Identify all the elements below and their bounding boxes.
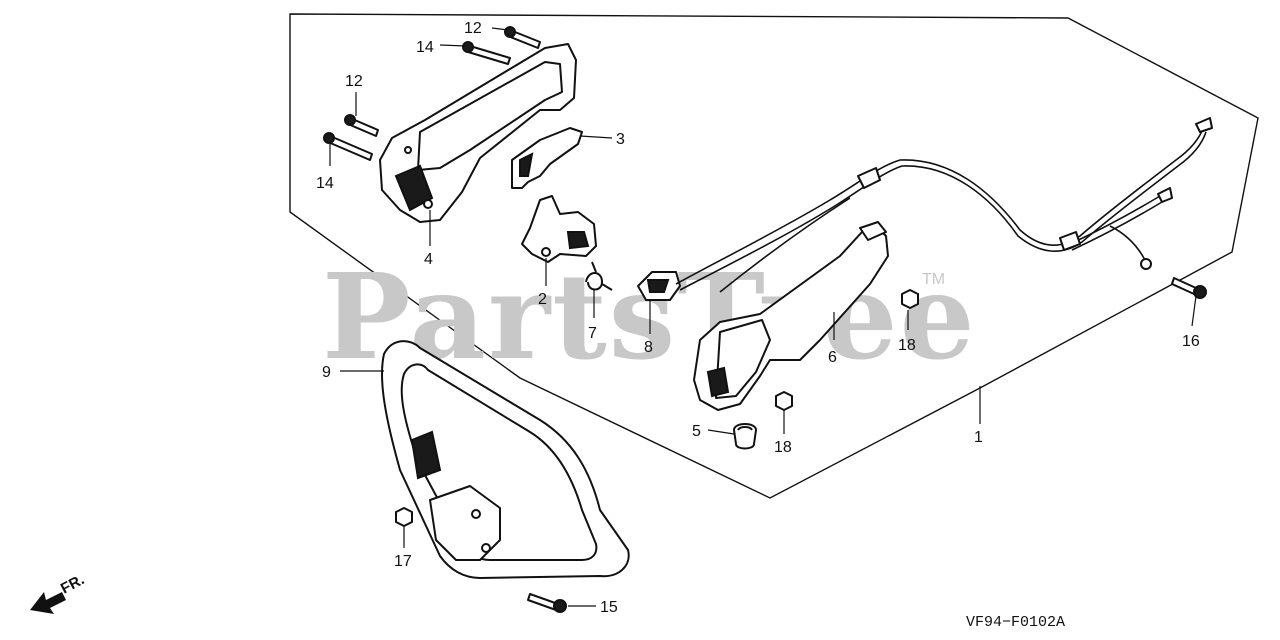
callout-14-top: 14 (416, 39, 434, 56)
callout-12-left: 12 (345, 73, 363, 90)
callout-14-left: 14 (316, 175, 334, 192)
callout-4: 4 (424, 251, 433, 268)
callout-6: 6 (828, 349, 837, 366)
part-bolt-15[interactable] (527, 593, 567, 613)
part-throttle-trigger[interactable] (511, 127, 583, 189)
part-loop-handle[interactable] (381, 340, 630, 579)
part-handle-housing[interactable] (379, 43, 577, 223)
part-grommet[interactable] (733, 423, 757, 450)
part-bolt-12-left[interactable] (344, 114, 379, 137)
callout-17: 17 (394, 553, 412, 570)
part-cable-harness[interactable] (675, 117, 1213, 293)
leader-lines (329, 27, 1197, 607)
callout-7: 7 (588, 325, 597, 342)
callout-8: 8 (644, 339, 653, 356)
callout-15: 15 (600, 599, 618, 616)
part-lower-housing[interactable] (693, 221, 889, 411)
front-direction-indicator: FR. (30, 571, 87, 614)
part-bolt-14-left[interactable] (323, 132, 373, 161)
part-stop-switch[interactable] (637, 271, 681, 301)
part-nut-17[interactable] (395, 507, 413, 527)
callout-2: 2 (538, 291, 547, 308)
part-nut-18-lower[interactable] (775, 391, 793, 411)
watermark-trademark: TM (922, 271, 945, 288)
drawing-code: VF94−F0102A (966, 614, 1065, 631)
callout-3: 3 (616, 131, 625, 148)
callout-12-top: 12 (464, 20, 482, 37)
part-spring[interactable] (585, 261, 613, 291)
callout-16: 16 (1182, 333, 1200, 350)
callout-1: 1 (974, 429, 983, 446)
callout-18-lower: 18 (774, 439, 792, 456)
part-throttle-lever[interactable] (521, 195, 597, 263)
part-nut-18-upper[interactable] (901, 289, 919, 309)
front-arrow-icon (30, 592, 66, 614)
part-bolt-16[interactable] (1171, 277, 1207, 299)
callout-5: 5 (692, 423, 701, 440)
part-bolt-12-top[interactable] (504, 26, 541, 49)
callout-9: 9 (322, 364, 331, 381)
callout-labels: 12 14 12 14 3 4 2 7 8 6 18 16 1 18 5 9 1… (316, 20, 1200, 616)
callout-18-upper: 18 (898, 337, 916, 354)
part-bolt-14-top[interactable] (462, 41, 511, 65)
